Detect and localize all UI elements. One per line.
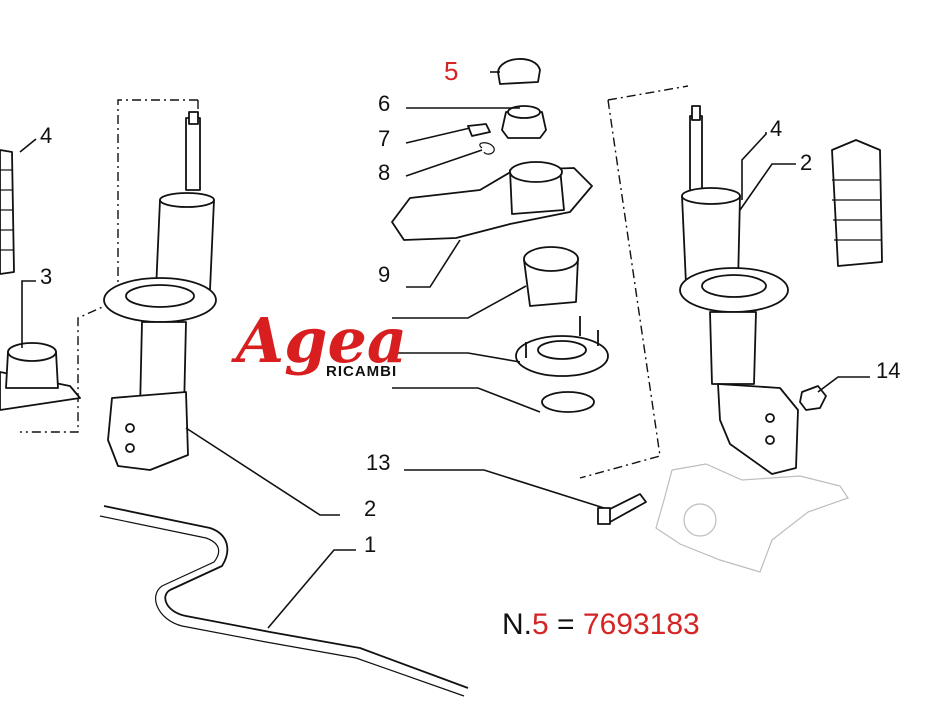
center-exploded-stack <box>391 58 647 525</box>
dust-cap-item-5 <box>497 58 541 85</box>
logo-tagline-text: RICAMBI <box>326 363 397 380</box>
part-number-note: N.5 = 7693183 <box>502 608 700 641</box>
callout-4-left: 4 <box>40 123 52 148</box>
left-damper-top <box>159 192 215 208</box>
callout-5: 5 <box>444 56 458 86</box>
leader-14 <box>817 376 870 393</box>
note-prefix: N. <box>502 608 532 641</box>
leader-bearing-mount <box>392 352 521 363</box>
left-strut-assembly <box>0 99 217 471</box>
note-item: 5 <box>532 608 549 641</box>
hub-ghost-circle <box>683 503 717 537</box>
left-knuckle-bracket <box>107 391 189 471</box>
anti-roll-bar-inner <box>99 515 465 697</box>
callout-9: 9 <box>378 262 390 287</box>
callout-7: 7 <box>378 126 390 151</box>
note-equals: = <box>549 608 583 641</box>
callout-4-right: 4 <box>770 116 782 141</box>
callout-1: 1 <box>364 532 376 557</box>
callout-2-left: 2 <box>364 496 376 521</box>
leader-2-right <box>739 163 796 211</box>
callout-14: 14 <box>876 358 900 383</box>
washer-nut-item-7 <box>467 123 491 137</box>
left-bracket-hole-top <box>125 423 135 433</box>
mounting-plate-dome-top <box>509 161 563 183</box>
leader-2-left <box>185 427 340 516</box>
leader-bump-stop <box>392 285 527 319</box>
flange-nut-item-14 <box>799 385 827 411</box>
left-top-mount-cap <box>7 342 57 362</box>
leader-7 <box>405 127 471 144</box>
callout-3: 3 <box>40 264 52 289</box>
leader-8 <box>405 149 483 177</box>
anti-roll-bar-outline <box>103 505 469 689</box>
note-code: 7693183 <box>583 608 700 641</box>
leader-lines <box>19 71 870 629</box>
leader-3 <box>21 280 36 348</box>
right-lower-tube <box>709 311 757 385</box>
spring-insulator-ring <box>541 391 595 413</box>
bolt-head <box>597 507 611 525</box>
right-damper-top <box>681 187 741 205</box>
leader-1 <box>267 549 356 629</box>
top-nut-face <box>507 105 541 119</box>
right-rod-tip <box>691 105 701 121</box>
leader-9 <box>406 239 461 288</box>
leader-4-right <box>741 132 767 200</box>
callout-2-right: 2 <box>800 150 812 175</box>
leader-insulator <box>392 387 541 413</box>
right-bracket-hole-top <box>765 413 775 423</box>
top-nut-item-6 <box>501 111 547 139</box>
right-strut-assembly <box>579 85 883 573</box>
spring-clip-item-8 <box>479 142 495 155</box>
left-spring-seat-inner <box>125 284 195 308</box>
logo-brand-text: Agea <box>231 304 407 377</box>
anti-roll-bar <box>99 505 469 697</box>
left-rod-tip <box>188 111 199 125</box>
right-bracket-hole-bottom <box>765 435 775 445</box>
right-spring-seat-inner <box>701 274 767 298</box>
callout-6: 6 <box>378 91 390 116</box>
left-dust-boot <box>0 149 15 275</box>
callout-13: 13 <box>366 450 390 475</box>
hub-knuckle-ghost <box>655 463 849 573</box>
leader-13 <box>404 469 605 509</box>
right-piston-rod <box>689 115 703 193</box>
right-knuckle-bracket <box>717 383 799 475</box>
left-damper-body <box>155 199 215 291</box>
callout-8: 8 <box>378 160 390 185</box>
right-assembly-guide <box>607 85 689 101</box>
strut-bearing-inner <box>537 340 587 360</box>
leader-4-left <box>19 138 37 153</box>
left-piston-rod <box>185 117 201 191</box>
right-dust-boot <box>831 139 883 267</box>
callout-numbers: 4 3 5 6 7 8 9 13 4 2 14 2 1 <box>40 56 900 557</box>
bump-stop-top <box>523 246 579 272</box>
right-assembly-guide-left <box>579 99 661 479</box>
left-bracket-hole-bottom <box>125 443 135 453</box>
agea-ricambi-logo: Agea RICAMBI <box>231 304 407 380</box>
